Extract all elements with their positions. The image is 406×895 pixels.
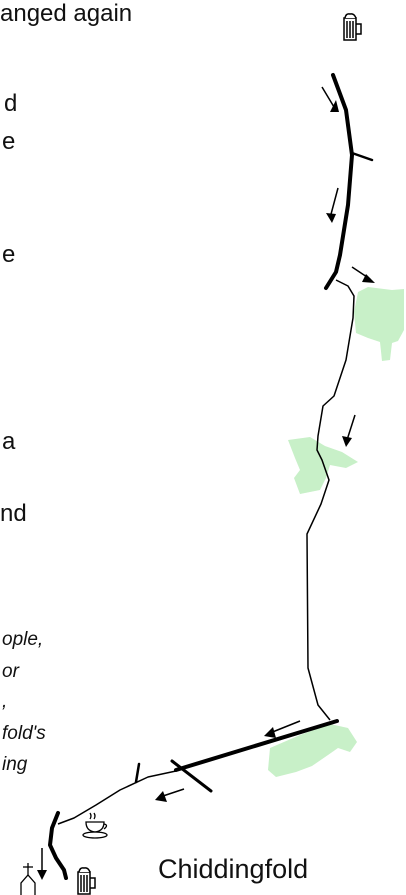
beer-mug-icon [343, 13, 362, 41]
track-tick-2 [134, 762, 141, 784]
track-main-north [324, 73, 354, 290]
text-fragment-5: a [2, 428, 16, 455]
arrow-icon [264, 720, 301, 738]
woodland-patch-2 [288, 437, 358, 494]
arrow-icon [326, 187, 339, 223]
text-fragment-6: nd [0, 500, 27, 527]
italic-fragment-1: ople, [2, 629, 44, 650]
arrow-icon [321, 86, 339, 112]
italic-fragment-2: or [2, 661, 19, 682]
track-tick-1 [350, 151, 374, 162]
beer-mug-icon [77, 867, 96, 895]
track-road-diagonal [174, 719, 339, 772]
text-fragment-2: d [4, 90, 18, 117]
italic-fragment-4: fold's [2, 723, 46, 744]
arrow-icon [155, 788, 185, 802]
italic-fragment-3: , [2, 691, 8, 712]
route-track-south [134, 719, 339, 793]
village-path [57, 770, 177, 825]
arrow-icon [342, 414, 356, 447]
arrow-icon [351, 266, 375, 283]
woodland-areas [268, 287, 404, 777]
text-fragment-1: anged again [0, 0, 133, 27]
italic-fragment-5: ing [2, 754, 28, 775]
arrow-icon [37, 848, 47, 880]
church-icon [20, 863, 36, 895]
woodland-patch-3 [268, 724, 357, 777]
place-label: Chiddingfold [158, 854, 309, 884]
text-fragment-4: e [2, 241, 16, 268]
route-track-north [324, 73, 374, 290]
track-road-cross-1 [170, 759, 213, 793]
text-fragment-3: e [2, 128, 16, 155]
teacup-icon [82, 812, 108, 839]
footpath [306, 279, 355, 721]
village-track [48, 811, 68, 880]
direction-arrows [37, 86, 375, 880]
woodland-patch-1 [354, 287, 404, 361]
